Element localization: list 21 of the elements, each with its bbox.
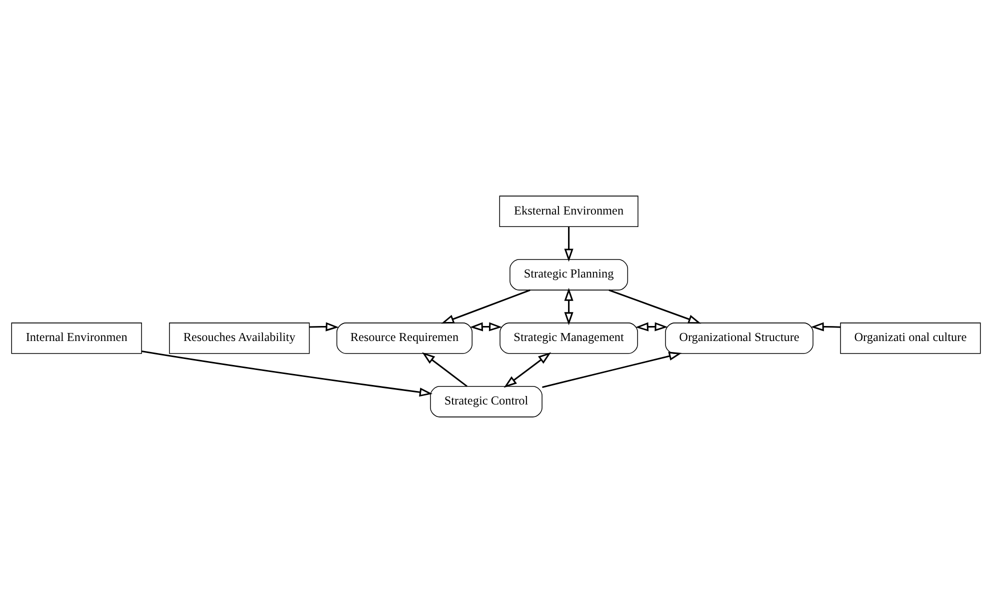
node-box: Resource Requiremen <box>336 322 472 354</box>
node-box: Organizati onal culture <box>840 322 981 354</box>
arrow <box>504 352 552 388</box>
arrow <box>441 289 530 324</box>
node-box: Strategic Management <box>500 322 638 354</box>
node-box: Internal Environmen <box>11 322 142 354</box>
arrow <box>564 288 574 326</box>
node-box: Organizational Structure <box>665 322 814 354</box>
arrow <box>470 322 502 332</box>
arrow <box>422 352 468 387</box>
node-box: Eksternal Environmen <box>499 196 638 228</box>
arrow <box>309 322 339 332</box>
arrow <box>564 226 574 262</box>
arrow <box>542 352 682 388</box>
arrow <box>810 322 841 332</box>
arrow <box>608 289 702 324</box>
node-box: Resouches Availability <box>169 322 310 354</box>
node-box: Strategic Planning <box>510 259 628 290</box>
arrow <box>142 350 433 397</box>
arrow <box>635 322 668 332</box>
node-box: Strategic Control <box>430 386 542 418</box>
